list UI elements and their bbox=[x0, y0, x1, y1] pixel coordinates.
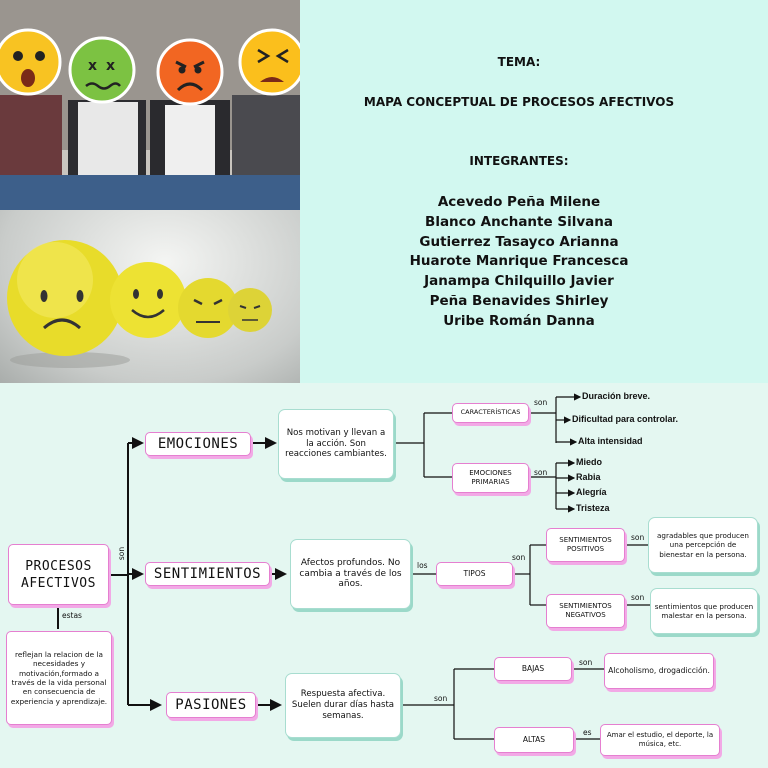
member-name: Gutierrez Tasayco Arianna bbox=[419, 233, 619, 250]
positivos-description: agradables que producen una percepción d… bbox=[648, 517, 758, 573]
primarias-son-label: son bbox=[534, 468, 548, 477]
emociones-node: EMOCIONES bbox=[145, 432, 251, 456]
member-name: Uribe Román Danna bbox=[443, 312, 595, 329]
concept-map: PROCESOS AFECTIVOS son estas reflejan la… bbox=[0, 383, 768, 768]
emoji-balls-photo bbox=[0, 210, 300, 383]
connector-lines bbox=[57, 393, 650, 740]
sentimientos-negativos-node: SENTIMIENTOS NEGATIVOS bbox=[546, 594, 625, 628]
bajas-node: BAJAS bbox=[494, 657, 572, 681]
svg-text:x: x bbox=[106, 58, 115, 74]
tema-label: TEMA: bbox=[497, 55, 541, 69]
member-name: Peña Benavides Shirley bbox=[429, 292, 609, 309]
emocion-item: Tristeza bbox=[576, 503, 610, 513]
emocion-item: Miedo bbox=[576, 457, 602, 467]
bajas-description: Alcoholismo, drogadicción. bbox=[604, 653, 714, 689]
sentimientos-node: SENTIMIENTOS bbox=[145, 562, 270, 586]
caracteristica-item: Alta intensidad bbox=[578, 436, 643, 446]
emociones-description: Nos motivan y llevan a la acción. Son re… bbox=[278, 409, 394, 479]
tipos-node: TIPOS bbox=[436, 562, 513, 586]
member-name: Acevedo Peña Milene bbox=[437, 194, 601, 210]
caracteristica-item: Dificultad para controlar. bbox=[572, 414, 679, 424]
caracteristica-item: Duración breve. bbox=[582, 391, 651, 401]
pasiones-node: PASIONES bbox=[166, 692, 256, 718]
cover-section: x x TEMA: bbox=[0, 0, 768, 383]
cover-title: MAPA CONCEPTUAL DE PROCESOS AFECTIVOS bbox=[363, 95, 675, 109]
root-node: PROCESOS AFECTIVOS bbox=[8, 544, 109, 605]
negativos-son-label: son bbox=[631, 593, 645, 602]
negativos-description: sentimientos que producen malestar en la… bbox=[650, 588, 758, 634]
emocion-item: Rabia bbox=[576, 472, 601, 482]
people-emoji-illustration: x x bbox=[0, 0, 300, 210]
pasiones-description: Respuesta afectiva. Suelen durar días ha… bbox=[285, 673, 401, 738]
member-list: Acevedo Peña Milene Blanco Anchante Silv… bbox=[300, 193, 738, 332]
svg-text:x: x bbox=[88, 58, 97, 74]
root-description: reflejan la relacion de la necesidades y… bbox=[6, 631, 112, 725]
altas-node: ALTAS bbox=[494, 727, 574, 753]
root-son-label: son bbox=[117, 546, 127, 561]
altas-description: Amar el estudio, el deporte, la música, … bbox=[600, 724, 720, 756]
pasiones-son-label: son bbox=[434, 694, 448, 703]
member-name: Janampa Chilquillo Javier bbox=[424, 273, 614, 290]
member-name: Blanco Anchante Silvana bbox=[425, 213, 613, 230]
integrantes-label: INTEGRANTES: bbox=[469, 154, 569, 168]
caracteristicas-son-label: son bbox=[534, 398, 548, 407]
people-emoji-photo: x x bbox=[0, 0, 300, 210]
tipos-son-label: son bbox=[512, 553, 526, 562]
caracteristicas-node: CARACTERÍSTICAS bbox=[452, 403, 529, 423]
root-estas-label: estas bbox=[62, 611, 82, 620]
emociones-primarias-node: EMOCIONES PRIMARIAS bbox=[452, 463, 529, 493]
sentimientos-description: Afectos profundos. No cambia a través de… bbox=[290, 539, 411, 609]
altas-es-label: es bbox=[583, 728, 592, 737]
sentimientos-positivos-node: SENTIMIENTOS POSITIVOS bbox=[546, 528, 625, 562]
emoji-balls-illustration bbox=[7, 240, 272, 368]
emocion-item: Alegría bbox=[576, 487, 607, 497]
bajas-son-label: son bbox=[579, 658, 593, 667]
sentimientos-los-label: los bbox=[417, 561, 428, 570]
positivos-son-label: son bbox=[631, 533, 645, 542]
member-name: Huarote Manrique Francesca bbox=[409, 253, 629, 270]
